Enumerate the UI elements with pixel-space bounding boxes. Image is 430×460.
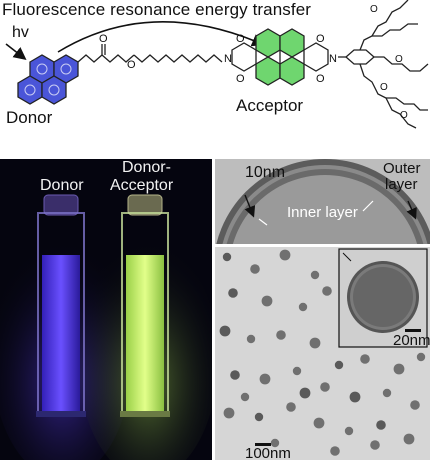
tem-closeup-panel: 10nm Outer layer Inner layer <box>215 159 430 244</box>
main-scale-label: 100nm <box>245 445 291 460</box>
svg-text:O: O <box>316 33 325 45</box>
oligo-ethylene-glycol-dendron <box>338 0 429 129</box>
nanoparticle <box>382 388 392 398</box>
nanoparticle <box>270 438 280 448</box>
nanoparticle <box>222 252 232 262</box>
nanoparticle <box>360 354 370 364</box>
svg-text:O: O <box>236 33 245 45</box>
outer-layer-label-line1: Outer <box>383 160 421 177</box>
nanoparticle <box>276 330 286 340</box>
nanoparticle <box>322 286 332 296</box>
linker-chain <box>77 44 223 63</box>
nanoparticle <box>416 352 426 362</box>
nanoparticle <box>298 302 308 312</box>
photo-donor-acceptor-label-line1: Donor- <box>122 159 171 176</box>
nanoparticle <box>292 366 302 376</box>
acceptor-label: Acceptor <box>236 96 304 115</box>
photo-donor-acceptor-label-line2: Acceptor <box>110 177 174 194</box>
nanoparticle <box>370 440 380 450</box>
svg-text:N: N <box>329 53 337 65</box>
nanoparticle <box>286 402 296 412</box>
inner-layer-label: Inner layer <box>287 204 358 221</box>
nanoparticle <box>320 382 330 392</box>
scheme-title: Fluorescence resonance energy transfer <box>2 0 312 19</box>
nanoparticle <box>228 288 238 298</box>
svg-text:O: O <box>395 54 403 65</box>
scheme-drawing: O O N N O O O O <box>5 0 429 129</box>
fluorescence-photo-panel: Donor Donor- Acceptor <box>0 159 212 460</box>
tem-closeup-image <box>215 159 430 244</box>
nanoparticle <box>261 295 273 307</box>
donor-cuvette <box>36 194 86 417</box>
pyrene-donor-structure <box>17 54 79 105</box>
svg-text:O: O <box>236 73 245 85</box>
tem-field-image <box>215 247 430 460</box>
outer-layer-label-line2: layer <box>385 176 418 193</box>
fret-scheme: Fluorescence resonance energy transfer <box>0 0 430 150</box>
energy-transfer-arrow <box>57 21 265 53</box>
nanoparticle <box>334 360 344 370</box>
nanoparticle <box>376 420 386 430</box>
svg-text:O: O <box>380 82 388 93</box>
svg-text:O: O <box>370 4 378 15</box>
nanoparticle <box>299 387 311 399</box>
svg-text:N: N <box>224 53 232 65</box>
nanoparticle <box>410 400 420 410</box>
nanoparticle <box>309 337 321 349</box>
nanoparticle <box>313 417 325 429</box>
nanoparticle <box>254 412 264 422</box>
nanoparticle <box>279 249 291 261</box>
nanoparticle <box>230 370 240 380</box>
inset-scale-bar <box>405 329 421 332</box>
cuvette-photo <box>0 159 212 460</box>
svg-text:O: O <box>99 33 108 45</box>
svg-text:O: O <box>400 110 408 121</box>
tem-field-panel: 20nm 100nm <box>215 247 430 460</box>
nanoparticle <box>310 270 320 280</box>
donor-label: Donor <box>6 108 53 127</box>
nanoparticle <box>393 363 405 375</box>
nanoparticle <box>259 373 271 385</box>
nanoparticle <box>344 426 354 436</box>
nanoparticle <box>250 264 260 274</box>
nanoparticle <box>219 325 231 337</box>
inset-scale-label: 20nm <box>393 332 430 349</box>
photo-donor-label: Donor <box>40 177 84 194</box>
nanoparticle <box>223 407 235 419</box>
shell-thickness-label: 10nm <box>245 164 286 181</box>
perylene-acceptor-structure <box>231 28 329 86</box>
nanoparticle <box>330 446 340 456</box>
nanoparticle <box>240 392 250 402</box>
donor-acceptor-cuvette <box>120 194 170 417</box>
nanoparticles <box>219 249 426 456</box>
main-scale-bar <box>255 443 271 446</box>
nanoparticle <box>349 391 361 403</box>
nanoparticle <box>246 334 256 344</box>
svg-text:O: O <box>316 73 325 85</box>
excitation-label: hv <box>12 24 29 41</box>
excitation-arrow <box>5 43 27 60</box>
svg-text:O: O <box>127 59 136 71</box>
nanoparticle <box>403 433 415 445</box>
